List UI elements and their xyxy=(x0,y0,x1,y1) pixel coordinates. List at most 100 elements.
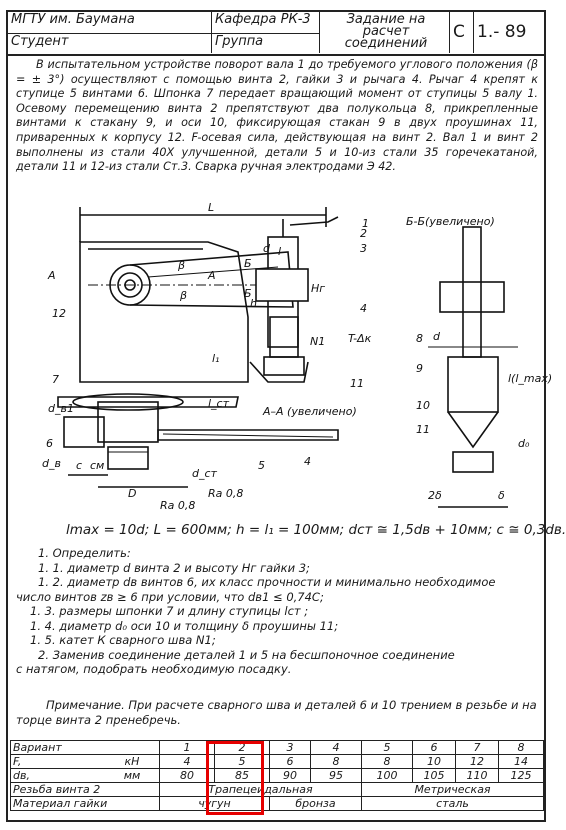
callout-9: 9 xyxy=(416,362,423,375)
variant-cell: 6 xyxy=(412,740,456,755)
label-bb-view: Б-Б(увеличено) xyxy=(406,215,495,228)
task-title-line2: расчет xyxy=(362,24,410,39)
description-paragraph: В испытательном устройстве поворот вала … xyxy=(16,58,538,174)
db-unit: мм xyxy=(105,768,160,783)
material-steel: сталь xyxy=(361,796,544,811)
lever-section-4 xyxy=(157,429,339,441)
callout-4-section: 4 xyxy=(304,455,311,468)
label-l1: l₁ xyxy=(212,352,219,365)
f-cell: 14 xyxy=(498,754,544,769)
variants-table: Вариант 1 2 3 4 5 6 7 8 F, кН 4 5 6 8 8 … xyxy=(10,740,544,811)
db-cell: 90 xyxy=(269,768,311,783)
task-line-3: число винтов zв ≥ 6 при условии, что dв1… xyxy=(16,589,324,604)
code-number: 1.- 89 xyxy=(477,22,527,42)
variant-cell: 4 xyxy=(310,740,362,755)
support-11 xyxy=(249,361,309,383)
hub-bottom xyxy=(107,446,149,470)
label-c: c xyxy=(76,459,82,472)
db-cell: 105 xyxy=(412,768,456,783)
department-name: Кафедра РК-3 xyxy=(212,12,320,33)
bb-bracket xyxy=(447,356,499,413)
label-ra2: Ra 0,8 xyxy=(208,487,243,500)
housing-12 xyxy=(79,241,249,383)
task-line-0: 1. Определить: xyxy=(38,546,131,560)
label-d-right: d xyxy=(433,330,441,343)
label-cm: cм xyxy=(90,459,104,472)
label-d0: d₀ xyxy=(518,437,530,450)
task-line-8: с натягом, подобрать необходимую посадку… xyxy=(16,662,292,676)
variant-cell: 5 xyxy=(361,740,413,755)
task-line-6: 1. 5. катет К сварного шва N1; xyxy=(30,633,216,647)
material-bronze: бронза xyxy=(269,796,362,811)
callout-10: 10 xyxy=(416,399,430,412)
thread-label: Резьба винта 2 xyxy=(10,782,160,797)
task-line-4: 1. 3. размеры шпонки 7 и длину ступицы l… xyxy=(30,604,309,618)
label-aa-view: А–А (увеличено) xyxy=(262,405,357,418)
student-label: Студент xyxy=(8,34,212,53)
label-A-left: A xyxy=(47,269,56,282)
group-label: Группа xyxy=(212,34,320,53)
title-block: МГТУ им. Баумана Кафедра РК-3 Студент Гр… xyxy=(8,12,544,56)
label-l-max: l(l_max) xyxy=(508,372,552,385)
db-cell: 110 xyxy=(455,768,499,783)
code-letter: С xyxy=(450,12,474,53)
university-name: МГТУ им. Баумана xyxy=(8,12,212,33)
callout-6: 6 xyxy=(46,437,53,450)
task-title-line3: соединений xyxy=(344,36,428,51)
callout-11-main: 11 xyxy=(350,377,364,390)
variant-cell: 8 xyxy=(498,740,544,755)
hub-5-top xyxy=(72,393,184,411)
table-row: Резьба винта 2 Трапецеидальная Метрическ… xyxy=(10,782,544,797)
table-row: Вариант 1 2 3 4 5 6 7 8 xyxy=(10,740,544,755)
parameters-formula: lmax = 10d; L = 600мм; h = l₁ = 100мм; d… xyxy=(66,522,566,538)
f-unit: кН xyxy=(105,754,160,769)
callout-8: 8 xyxy=(416,332,423,345)
bb-pin-10 xyxy=(452,451,494,473)
task-list: 1. Определить: 1. 1. диаметр d винта 2 и… xyxy=(16,546,540,677)
label-d-b: d_в xyxy=(42,457,61,470)
task-line-7: 2. Заменив соединение деталей 1 и 5 на б… xyxy=(38,647,455,662)
mechanism-drawing: L A A β β d l Б Б Hг h N1 T-Δк l₁ l_cт А… xyxy=(42,201,552,512)
variant-label: Вариант xyxy=(10,740,160,755)
task-line-1: 1. 1. диаметр d винта 2 и высоту Hг гайк… xyxy=(38,560,310,575)
table-row: F, кН 4 5 6 8 8 10 12 14 xyxy=(10,754,544,769)
variant-cell: 7 xyxy=(455,740,499,755)
label-beta2: β xyxy=(179,289,187,302)
handle xyxy=(289,216,339,226)
base-plate xyxy=(57,396,239,408)
label-Hr: Hг xyxy=(311,282,325,295)
hub-5 xyxy=(97,401,159,443)
label-d-top: d xyxy=(263,242,271,255)
bolt-6 xyxy=(63,416,105,448)
bracket-9 xyxy=(263,356,305,376)
db-cell: 95 xyxy=(310,768,362,783)
bb-lug xyxy=(447,411,499,449)
f-label: F, xyxy=(10,754,105,769)
db-label: dв, xyxy=(10,768,105,783)
f-cell: 12 xyxy=(455,754,499,769)
db-cell: 100 xyxy=(361,768,413,783)
variant-cell: 3 xyxy=(269,740,311,755)
task-sheet: МГТУ им. Баумана Кафедра РК-3 Студент Гр… xyxy=(6,10,566,822)
label-B-top1: Б xyxy=(244,257,252,270)
variant-highlight xyxy=(206,741,264,815)
header-divider xyxy=(8,33,320,34)
label-delta: δ xyxy=(498,489,505,502)
label-l-top: l xyxy=(278,245,281,258)
callout-7: 7 xyxy=(52,373,59,386)
material-label: Материал гайки xyxy=(10,796,160,811)
bb-nut xyxy=(439,281,505,313)
task-title-line1: Задание на xyxy=(346,12,426,27)
task-line-2: 1. 2. диаметр dв винтов 6, их класс проч… xyxy=(38,575,496,589)
label-A-right: A xyxy=(207,269,216,282)
f-cell: 10 xyxy=(412,754,456,769)
f-cell: 8 xyxy=(361,754,413,769)
table-row: Материал гайки чугун бронза сталь xyxy=(10,796,544,811)
bb-screw xyxy=(462,226,482,358)
label-two-delta: 2δ xyxy=(428,489,442,502)
label-beta1: β xyxy=(177,259,185,272)
callout-3: 3 xyxy=(360,242,367,255)
thread-metric: Метрическая xyxy=(361,782,544,797)
label-N1: N1 xyxy=(310,335,325,348)
task-description: В испытательном устройстве поворот вала … xyxy=(16,58,538,175)
